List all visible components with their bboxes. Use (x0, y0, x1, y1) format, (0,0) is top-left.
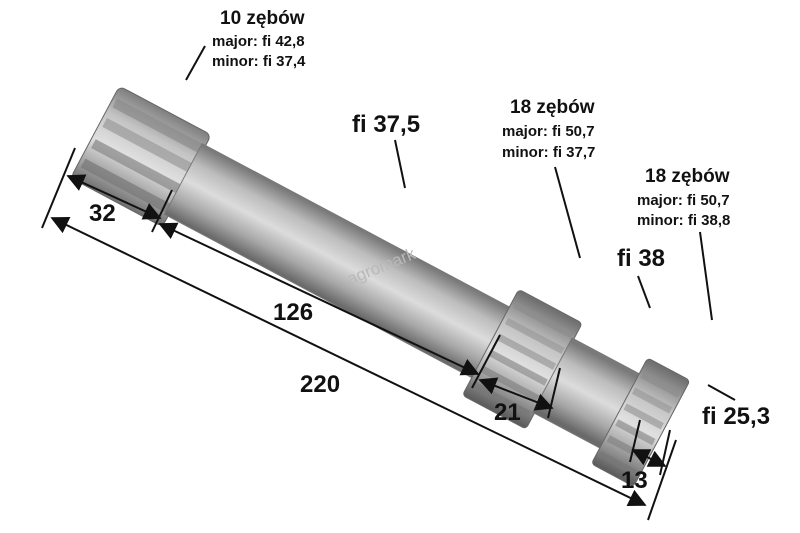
main-shaft-body (163, 142, 517, 382)
dim-220-line (50, 216, 647, 507)
ext-gear3-end (659, 429, 671, 476)
ext-left (41, 147, 76, 229)
dim-13-line (631, 449, 667, 467)
bore-diameter-label: fi 25,3 (702, 403, 770, 430)
ext-right (647, 439, 677, 521)
gear3-teeth-label: 18 zębów (645, 166, 730, 187)
gear3-major-label: major: fi 50,7 (637, 192, 730, 209)
dim-32-label: 32 (89, 200, 116, 227)
dim-21-line (478, 377, 554, 411)
gear2-major-label: major: fi 50,7 (502, 123, 595, 140)
gear1-major-label: major: fi 42,8 (212, 33, 305, 50)
leader-neck (637, 275, 651, 309)
leader-bore (707, 384, 736, 401)
leader-gear3 (699, 231, 713, 321)
shaft-part (72, 87, 690, 486)
gear1-minor-label: minor: fi 37,4 (212, 53, 306, 70)
gear1-teeth-label: 10 zębów (220, 8, 305, 29)
dim-21-label: 21 (494, 399, 521, 426)
shaft-diameter-label: fi 37,5 (352, 111, 420, 138)
neck-diameter-label: fi 38 (617, 245, 665, 272)
dim-32-line (66, 174, 162, 220)
dim-220-label: 220 (300, 371, 340, 398)
dim-126-label: 126 (273, 299, 313, 326)
leader-gear2 (554, 166, 581, 259)
leader-shaft (394, 139, 406, 189)
gear2-minor-label: minor: fi 37,7 (502, 144, 595, 161)
gear2-teeth-label: 18 zębów (510, 97, 595, 118)
gear3-minor-label: minor: fi 38,8 (637, 212, 730, 229)
leader-gear1 (185, 45, 206, 81)
dim-13-label: 13 (621, 467, 648, 494)
